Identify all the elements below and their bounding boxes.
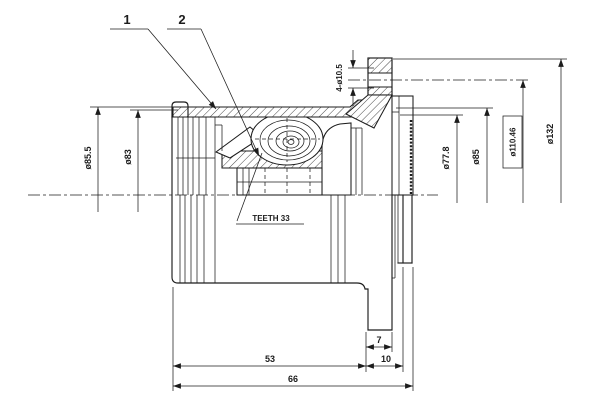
flange-hub bbox=[391, 95, 414, 196]
dim-66-label: 66 bbox=[288, 374, 298, 384]
bottom-extension-lines bbox=[172, 267, 414, 391]
boot-grooves bbox=[176, 117, 223, 195]
dim-pilot-diameter: ø77.8 bbox=[400, 114, 463, 203]
bolt-hole-dimension: 4-ø10.5 bbox=[335, 50, 374, 106]
dim-bolt-circle-diameter: ø110.46 bbox=[502, 79, 526, 203]
dim-outer-boot-label: ø85.5 bbox=[83, 146, 93, 169]
part-section-top-half bbox=[171, 57, 414, 196]
dim-total-length: 66 bbox=[172, 374, 414, 389]
dim-flange-label: ø132 bbox=[545, 124, 555, 145]
callout-1-leader bbox=[147, 28, 217, 110]
dim-pilot-label: ø77.8 bbox=[441, 146, 451, 169]
dim-flange-diameter: ø132 bbox=[393, 58, 567, 203]
grease-cap bbox=[351, 127, 363, 195]
flange-bolt-block bbox=[367, 57, 393, 96]
centerlines bbox=[28, 79, 530, 196]
bolt-hole-label: 4-ø10.5 bbox=[335, 64, 344, 92]
teeth-label: TEETH 33 bbox=[252, 214, 290, 223]
dim-body-diameter: ø83 bbox=[123, 109, 178, 212]
part-outline-bottom-half bbox=[171, 116, 413, 331]
callout-1: 1 bbox=[110, 12, 217, 110]
dim-bolt-circle-label: ø110.46 bbox=[509, 127, 518, 156]
dim-pilot-length: 7 bbox=[365, 335, 393, 350]
dim-shoulder-diameter: ø85 bbox=[396, 107, 493, 203]
teeth-leader bbox=[236, 152, 263, 222]
boot-clamp-bump bbox=[171, 101, 189, 118]
dim-body-label: ø83 bbox=[123, 149, 133, 165]
ball-bearing bbox=[250, 112, 324, 166]
dim-body-length: 53 bbox=[172, 354, 367, 369]
dim-outer-boot-diameter: ø85.5 bbox=[83, 106, 173, 212]
dim-10-label: 10 bbox=[381, 354, 391, 364]
teeth-annotation: TEETH 33 bbox=[236, 152, 304, 225]
dim-53-label: 53 bbox=[265, 354, 275, 364]
outer-race-section bbox=[172, 99, 371, 118]
callout-2: 2 bbox=[167, 12, 260, 157]
flange-disc-bottom bbox=[397, 194, 413, 264]
body-step-lines bbox=[179, 195, 396, 283]
splined-shaft bbox=[236, 167, 323, 196]
callout-1-label: 1 bbox=[123, 12, 130, 27]
callout-2-leader bbox=[200, 28, 260, 157]
dim-7-label: 7 bbox=[376, 335, 381, 345]
dim-shoulder-label: ø85 bbox=[471, 149, 481, 165]
cage-right-section bbox=[321, 122, 352, 196]
dim-flange-offset: 10 bbox=[365, 354, 404, 369]
callout-2-label: 2 bbox=[178, 12, 185, 27]
flange-web-section bbox=[345, 94, 393, 129]
body-outline bbox=[171, 116, 393, 331]
